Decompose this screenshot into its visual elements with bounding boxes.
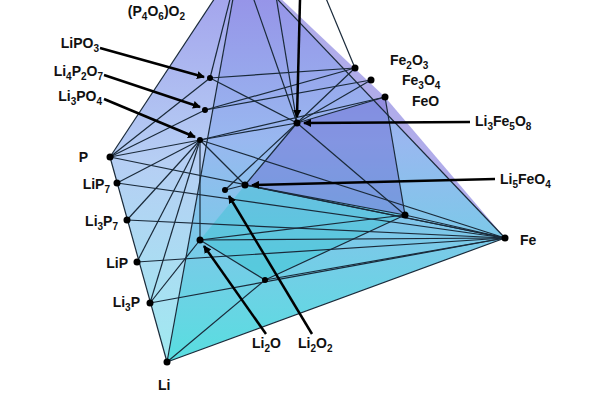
phase-label: (P4O6)O2 <box>128 3 185 21</box>
phase-label: FeO <box>412 93 439 109</box>
phase-label: Li2O <box>252 335 281 353</box>
phase-label: Fe2O3 <box>390 52 428 70</box>
phase-label: Li <box>158 377 170 393</box>
phase-label: Li4P2O7 <box>54 63 103 81</box>
phase-label: LiPO3 <box>61 35 99 53</box>
phase-label: Li2O2 <box>298 335 332 353</box>
phase-label: Li3Fe5O8 <box>475 113 531 131</box>
phase-label: LiP7 <box>83 176 110 194</box>
phase-label: Li3P7 <box>85 213 118 231</box>
phase-label: Li5FeO4 <box>500 171 551 189</box>
face <box>167 0 505 362</box>
tie-lines <box>110 0 505 362</box>
leader-arrows <box>100 0 495 334</box>
phase-label: LiP <box>106 255 128 271</box>
phase-label: Li3P <box>113 294 140 312</box>
phase-label: Li3PO4 <box>58 88 102 106</box>
phase-label: P <box>79 149 88 165</box>
phase-label: Fe3O4 <box>402 72 440 90</box>
phase-label: Fe <box>520 232 536 248</box>
phase-dots <box>107 65 509 366</box>
